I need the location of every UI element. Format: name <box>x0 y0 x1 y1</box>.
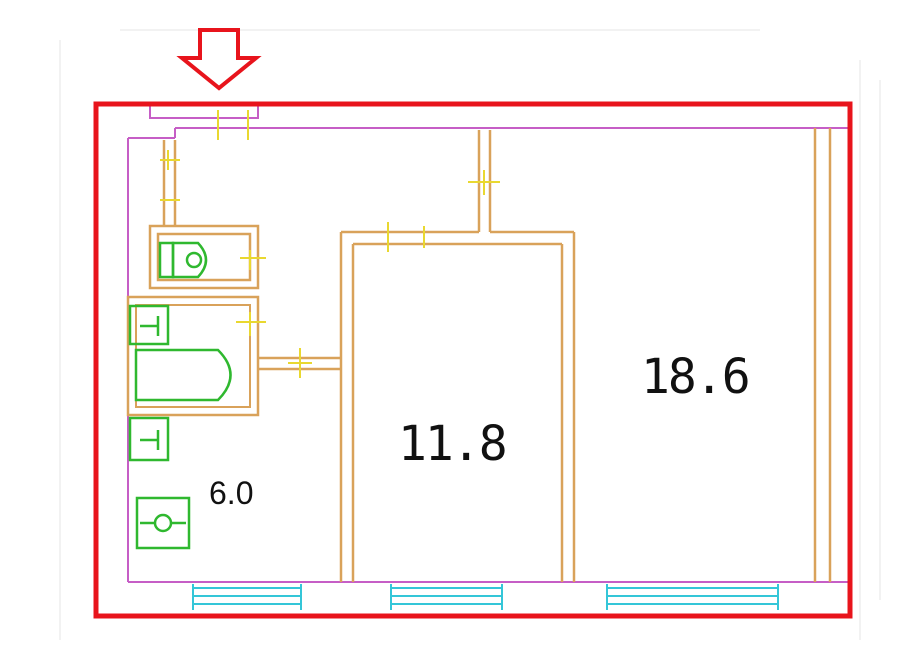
window-3 <box>606 584 779 610</box>
right-exterior-wall <box>813 128 832 582</box>
sink-icon <box>128 304 170 346</box>
interior-walls <box>126 130 576 582</box>
kitchen-sink-icon <box>128 416 170 462</box>
area-label-large-room: 18.6 <box>641 349 749 405</box>
area-label-kitchen: 6.0 <box>209 475 253 511</box>
bathroom-fixtures <box>128 241 232 550</box>
dimension-markers <box>160 110 500 378</box>
apartment-outline-frame <box>93 101 853 619</box>
windows <box>192 584 779 610</box>
bathtub-icon <box>134 348 232 402</box>
stove-icon <box>135 496 191 550</box>
area-label-middle-room: 11.8 <box>398 416 506 472</box>
window-2 <box>390 584 503 610</box>
window-1 <box>192 584 302 610</box>
toilet-icon <box>158 241 208 279</box>
entrance-arrow-icon <box>176 28 262 91</box>
